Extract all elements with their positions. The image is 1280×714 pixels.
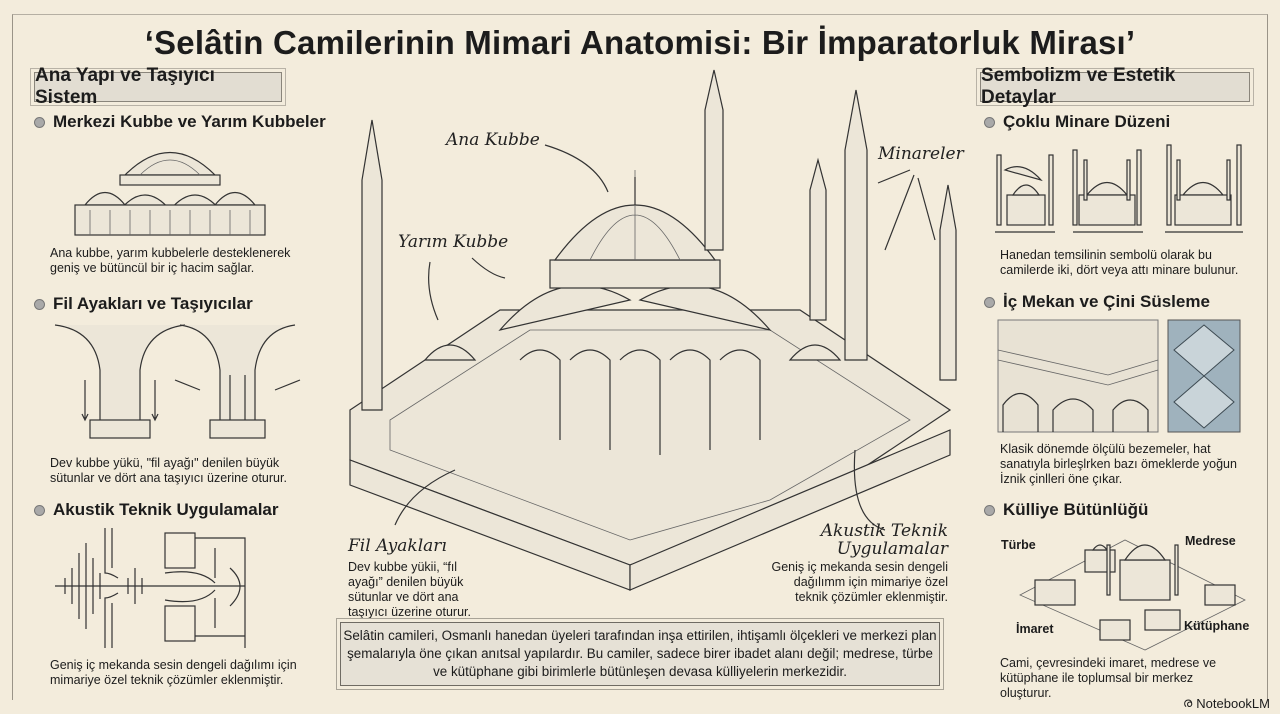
subsection-title: Çoklu Minare Düzeni	[1003, 112, 1171, 131]
subsection-title: Merkezi Kubbe ve Yarım Kubbeler	[53, 112, 326, 131]
piers-text: Dev kubbe yükü, "fil ayağı" denilen büyü…	[50, 456, 287, 485]
half-domes	[423, 284, 842, 361]
acoustic-illustration	[55, 528, 246, 648]
kulliye-text: Cami, çevresindeki imaret, medrese ve kü…	[1000, 656, 1217, 700]
label-akustik: Akustik Teknik Uygulamalar	[820, 521, 948, 559]
summary-caption: Selâtin camileri, Osmanlı hanedan üyeler…	[340, 622, 940, 686]
label-imaret: İmaret	[1016, 622, 1054, 636]
label-yarim-kubbe: Yarım Kubbe	[398, 232, 509, 252]
subsection-central-dome: Merkezi Kubbe ve Yarım Kubbeler	[34, 112, 326, 132]
page-title: ‘Selâtin Camilerinin Mimari Anatomisi: B…	[144, 24, 1136, 61]
tile-decoration-illustration	[997, 319, 1241, 433]
subsection-title: Külliye Bütünlüğü	[1003, 500, 1149, 519]
bullet-icon	[34, 504, 45, 516]
subsection-title: İç Mekan ve Çini Süsleme	[1003, 292, 1210, 311]
subsection-kulliye: Külliye Bütünlüğü	[984, 500, 1148, 520]
dome-elevation-illustration	[74, 152, 266, 236]
bullet-icon	[984, 116, 995, 128]
bullet-icon	[984, 296, 995, 308]
kulliye-illustration	[1019, 539, 1246, 651]
mosque-base	[349, 309, 952, 591]
fil-ayaklari-text: Dev kubbe yükii, “fıl ayağı” denilen büy…	[348, 560, 471, 619]
bullet-icon	[34, 298, 45, 310]
minaret-variants-illustration	[995, 144, 1243, 233]
label-kutuphane: Kütüphane	[1184, 619, 1250, 633]
central-dome-text: Ana kubbe, yarım kubbelerle desteklenere…	[50, 246, 291, 275]
subsection-piers: Fil Ayakları ve Taşıyıcılar	[34, 294, 253, 314]
pier-illustration	[54, 324, 301, 439]
label-minareler: Minareler	[878, 144, 964, 164]
right-section-header: Sembolizm ve Estetik Detaylar	[980, 65, 1250, 108]
label-medrese: Medrese	[1185, 534, 1236, 548]
page-frame	[12, 14, 1268, 700]
minarets	[361, 69, 957, 411]
label-turbe: Türbe	[1001, 538, 1036, 552]
acoustics-text: Geniş iç mekanda sesin dengeli dağılımı …	[50, 658, 297, 687]
subsection-title: Fil Ayakları ve Taşıyıcılar	[53, 294, 253, 313]
label-ana-kubbe: Ana Kubbe	[446, 130, 540, 150]
notebooklm-icon: ര	[1182, 695, 1193, 710]
main-dome	[549, 170, 721, 289]
mosque-arcades	[519, 349, 761, 455]
subsection-tiles: İç Mekan ve Çini Süsleme	[984, 292, 1210, 312]
bullet-icon	[984, 504, 995, 516]
akustik-text: Geniş iç mekanda sesin dengeli dağılımm …	[771, 560, 949, 604]
label-fil-ayaklari: Fil Ayakları	[348, 536, 447, 556]
tiles-text: Klasik dönemde ölçülü bezemeler, hat san…	[1000, 442, 1237, 486]
subsection-acoustics: Akustik Teknik Uygulamalar	[34, 500, 279, 520]
subsection-title: Akustik Teknik Uygulamalar	[53, 500, 279, 519]
subsection-minarets: Çoklu Minare Düzeni	[984, 112, 1170, 132]
minarets-text: Hanedan temsilinin sembolü olarak bu cam…	[1000, 248, 1239, 277]
mosque-cutaway-illustration	[349, 69, 957, 591]
brand-name: NotebookLM	[1196, 695, 1270, 711]
bullet-icon	[34, 116, 45, 128]
